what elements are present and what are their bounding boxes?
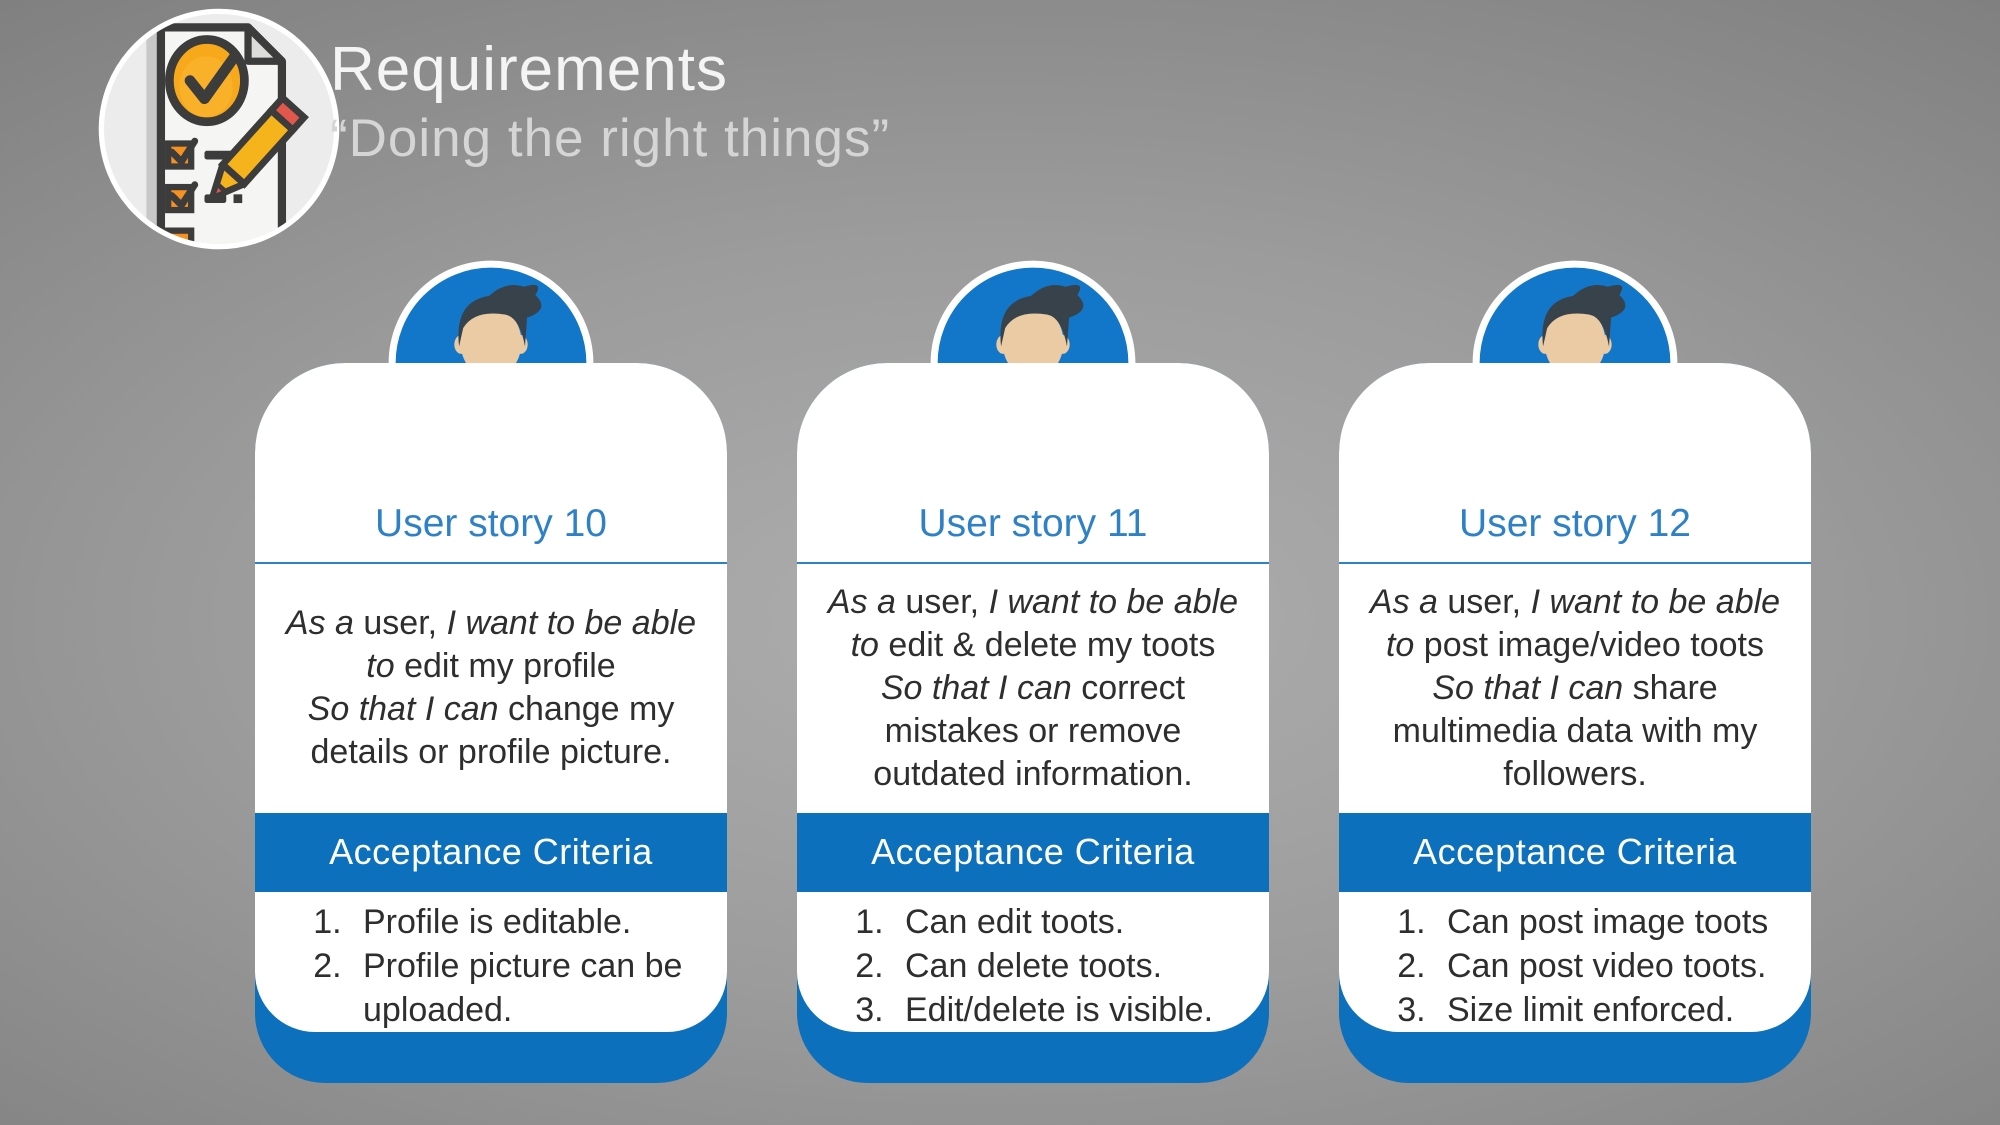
story-segment: change my <box>508 690 675 729</box>
acceptance-criteria-bar: Acceptance Criteria <box>255 812 727 892</box>
user-story-title: User story 12 <box>1459 502 1691 546</box>
story-line: to edit my profile <box>366 645 615 688</box>
criteria-list-wrap: Can edit toots.Can delete toots.Edit/del… <box>797 892 1269 1032</box>
story-line: multimedia data with my <box>1393 710 1758 753</box>
story-segment: user, <box>1447 582 1531 621</box>
story-segment: So that I can <box>1432 668 1633 707</box>
story-line: As a user, I want to be able <box>286 602 696 645</box>
card-body: User story 11 As a user, I want to be ab… <box>797 363 1269 1032</box>
criteria-item: Can delete toots. <box>893 944 1263 988</box>
story-segment: multimedia data with my <box>1392 711 1758 750</box>
story-segment: correct <box>1081 668 1186 707</box>
criteria-list: Profile is editable.Profile picture can … <box>307 900 721 1032</box>
criteria-item: Can edit toots. <box>893 900 1263 944</box>
story-segment: As a <box>827 582 906 621</box>
card-heading-wrap: User story 10 <box>255 363 727 565</box>
story-segment: edit & delete my toots <box>888 625 1216 664</box>
story-line: As a user, I want to be able <box>1370 581 1780 624</box>
user-story-card: User story 11 As a user, I want to be ab… <box>797 260 1269 1083</box>
story-segment: So that I can <box>307 690 509 729</box>
story-segment: share <box>1632 668 1718 707</box>
page-title: Requirements <box>330 35 728 104</box>
story-segment: followers. <box>1503 754 1647 793</box>
story-line: So that I can share <box>1432 667 1717 710</box>
story-line: So that I can correct <box>881 667 1185 710</box>
criteria-item: Size limit enforced. <box>1435 988 1805 1032</box>
story-segment: I want to be able <box>446 604 697 643</box>
card-heading-wrap: User story 11 <box>797 363 1269 565</box>
criteria-item: Profile picture can be uploaded. <box>351 944 721 1032</box>
story-segment: So that I can <box>880 668 1082 707</box>
acceptance-criteria-bar: Acceptance Criteria <box>1339 812 1811 892</box>
criteria-list: Can edit toots.Can delete toots.Edit/del… <box>849 900 1263 1032</box>
card-body: User story 12 As a user, I want to be ab… <box>1339 363 1811 1032</box>
user-story-card: User story 12 As a user, I want to be ab… <box>1339 260 1811 1083</box>
story-segment: user, <box>905 582 989 621</box>
story-segment: to <box>366 647 405 686</box>
story-line: to edit & delete my toots <box>851 624 1216 667</box>
story-line: So that I can change my <box>308 688 675 731</box>
story-segment: As a <box>1369 582 1448 621</box>
story-segment: to <box>1385 625 1424 664</box>
criteria-item: Edit/delete is visible. <box>893 988 1263 1032</box>
story-segment: to <box>850 625 889 664</box>
user-story-title: User story 10 <box>375 502 607 546</box>
story-segment: I want to be able <box>988 582 1239 621</box>
acceptance-criteria-bar: Acceptance Criteria <box>797 812 1269 892</box>
page-subtitle: “Doing the right things” <box>330 109 891 168</box>
criteria-item: Profile is editable. <box>351 900 721 944</box>
story-segment: As a <box>285 604 364 643</box>
story-segment: edit my profile <box>404 647 616 686</box>
story-segment: outdated information. <box>873 754 1193 793</box>
story-segment: user, <box>363 604 447 643</box>
story-segment: details or profile picture. <box>310 733 672 772</box>
criteria-list-wrap: Can post image tootsCan post video toots… <box>1339 892 1811 1032</box>
story-line: to post image/video toots <box>1386 624 1764 667</box>
criteria-list: Can post image tootsCan post video toots… <box>1391 900 1805 1032</box>
user-story-title: User story 11 <box>918 502 1148 546</box>
story-line: mistakes or remove <box>885 710 1182 753</box>
card-heading-wrap: User story 12 <box>1339 363 1811 565</box>
story-line: As a user, I want to be able <box>828 581 1238 624</box>
story-segment: post image/video toots <box>1423 625 1764 664</box>
criteria-list-wrap: Profile is editable.Profile picture can … <box>255 892 727 1032</box>
checklist-clipboard-pencil-icon <box>98 8 340 250</box>
story-line: followers. <box>1503 753 1647 796</box>
story-segment: mistakes or remove <box>884 711 1182 750</box>
story-line: details or profile picture. <box>311 731 672 774</box>
header: Requirements “Doing the right things” <box>330 34 890 172</box>
story-line: outdated information. <box>873 753 1192 796</box>
criteria-item: Can post image toots <box>1435 900 1805 944</box>
criteria-item: Can post video toots. <box>1435 944 1805 988</box>
card-body: User story 10 As a user, I want to be ab… <box>255 363 727 1032</box>
story-segment: I want to be able <box>1530 582 1781 621</box>
user-story-card: User story 10 As a user, I want to be ab… <box>255 260 727 1083</box>
